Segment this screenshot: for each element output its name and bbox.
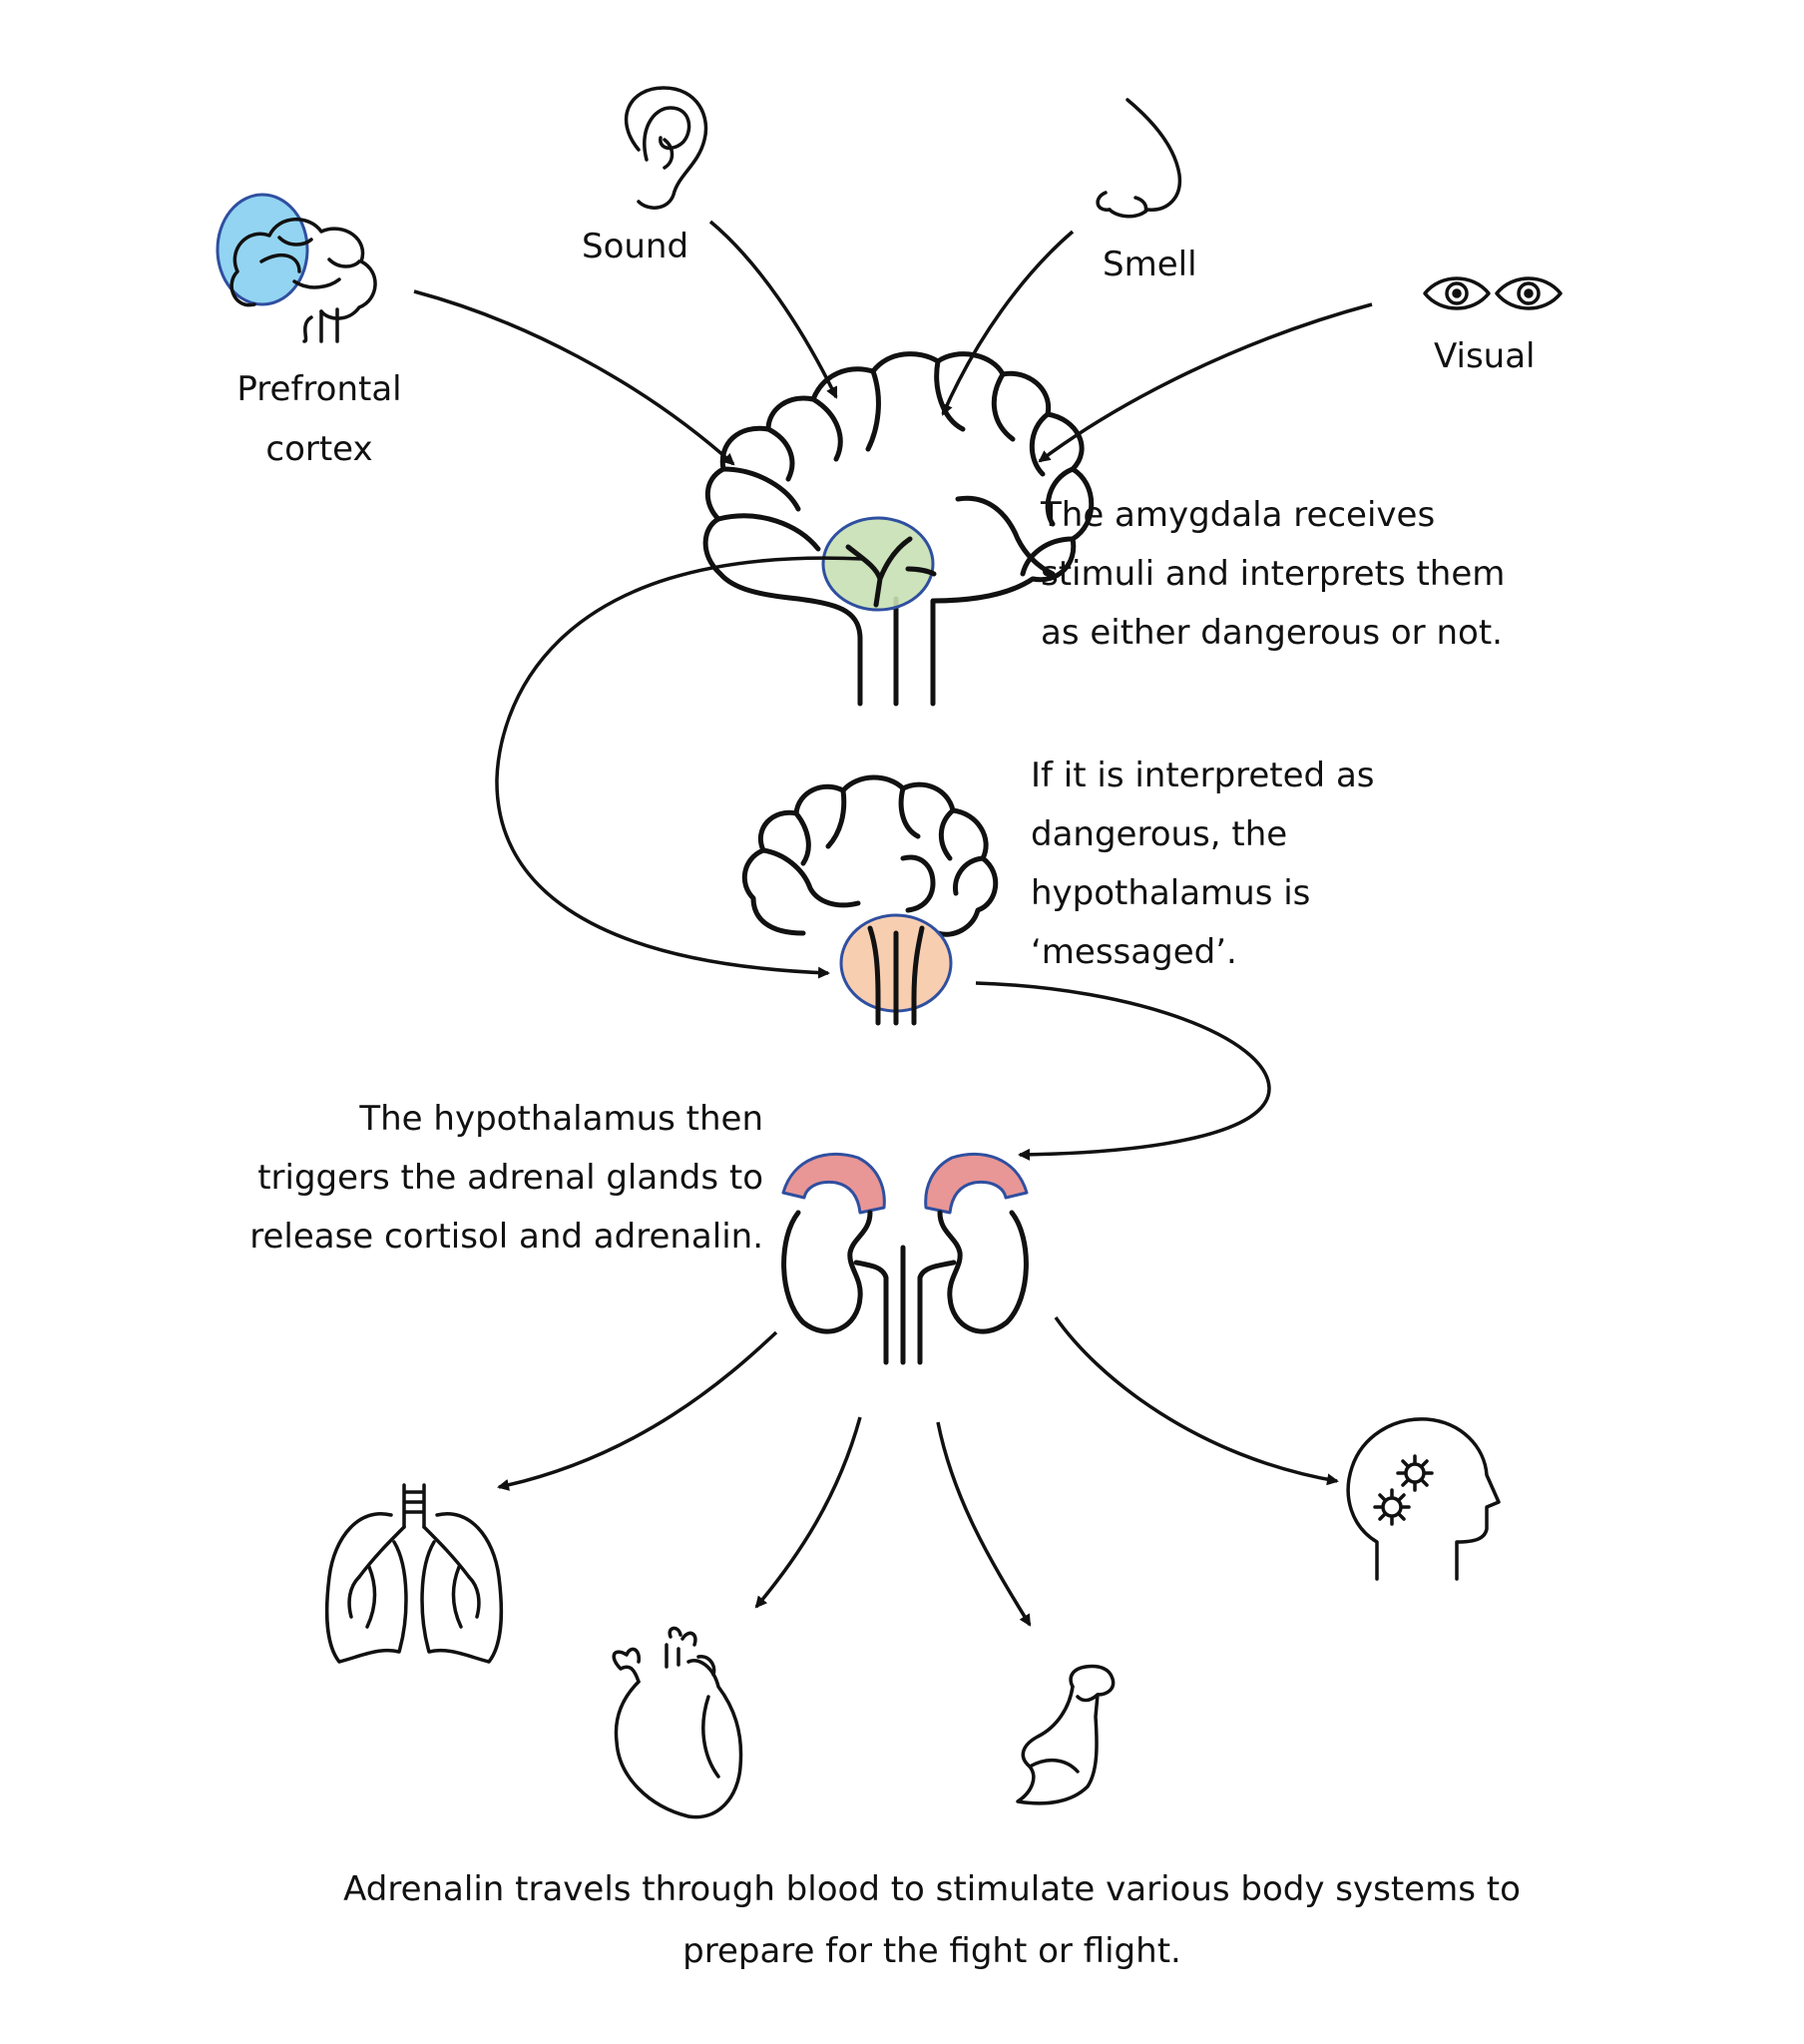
adrenal-gland-right (924, 1152, 1029, 1215)
arrow-to-lungs (497, 1330, 778, 1491)
arrow-to-muscle (936, 1421, 1032, 1627)
head-gears-icon (1346, 1417, 1501, 1581)
arrow-sound-to-amygdala (708, 220, 838, 399)
kidneys-icon (781, 1152, 1029, 1365)
muscle-arm-icon (1016, 1664, 1116, 1805)
heart-icon (612, 1626, 743, 1819)
arrow-smell-to-amygdala (941, 230, 1075, 416)
arrow-hypothalamus-to-adrenal (975, 981, 1271, 1161)
hypothalamus-description: If it is interpreted as dangerous, the h… (1031, 756, 1375, 972)
arrow-to-heart (754, 1416, 862, 1609)
sound-label: Sound (582, 227, 689, 266)
brain-hypothalamus-icon (741, 774, 999, 1026)
ear-icon (624, 86, 708, 210)
arrow-visual-to-amygdala (1038, 302, 1373, 463)
lungs-icon (324, 1483, 504, 1664)
smell-label: Smell (1103, 245, 1197, 284)
brain-amygdala-icon (702, 351, 1095, 707)
eyes-icon (1423, 276, 1563, 310)
nose-icon (1096, 98, 1182, 219)
adrenal-description: The hypothalamus then triggers the adren… (249, 1099, 763, 1257)
adrenalin-description: Adrenalin travels through blood to stimu… (343, 1869, 1521, 1971)
arrows (413, 220, 1373, 1627)
arrow-amygdala-to-hypothalamus (495, 556, 864, 979)
adrenal-gland-left (781, 1152, 886, 1215)
arrow-to-head (1054, 1315, 1339, 1486)
arrow-prefrontal-to-amygdala (413, 289, 735, 466)
prefrontal-cortex-label: Prefrontal cortex (236, 369, 402, 469)
brain-icon (216, 193, 377, 343)
visual-label: Visual (1434, 336, 1536, 376)
amygdala-description: The amygdala receives stimuli and interp… (1041, 495, 1506, 653)
